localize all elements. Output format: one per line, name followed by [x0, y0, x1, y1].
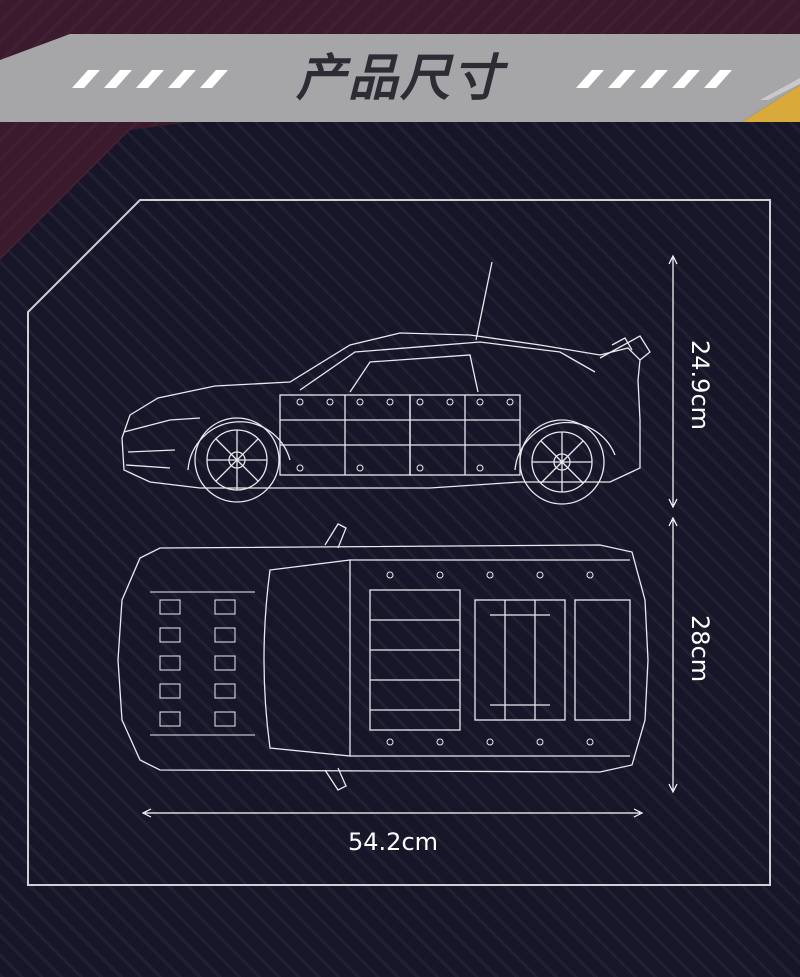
- right-slash-decoration: [576, 70, 732, 88]
- length-dimension-label: 54.2cm: [348, 828, 439, 856]
- width-dimension-label: 28cm: [686, 615, 714, 683]
- page-title: 产品尺寸: [296, 49, 504, 107]
- car-top-view: [117, 523, 649, 791]
- left-slash-decoration: [72, 70, 228, 88]
- car-side-view: [121, 261, 651, 505]
- height-dimension-label: 24.9cm: [686, 340, 714, 431]
- dimension-lines: [141, 254, 678, 818]
- title-banner: [0, 34, 800, 122]
